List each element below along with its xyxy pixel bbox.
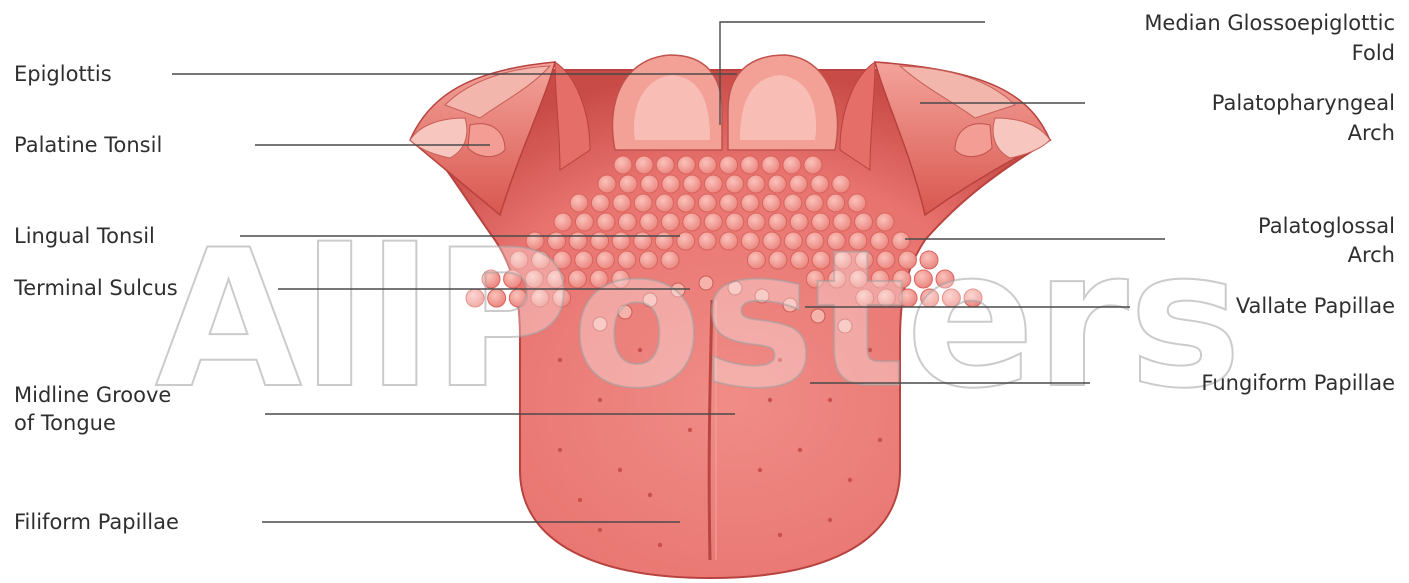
label-palatopharyngeal-arch-line2: Arch [1348,121,1395,145]
lingual-tonsil-nodule [811,175,829,193]
label-vallate-papillae: Vallate Papillae [1236,294,1395,318]
lingual-tonsil-nodule [832,175,850,193]
lingual-tonsil-nodule [656,156,674,174]
surface-papilla-dot [598,528,602,532]
lingual-tonsil-nodule [677,156,695,174]
surface-papilla-dot [828,518,832,522]
lingual-tonsil-nodule [720,156,738,174]
lingual-tonsil-nodule [641,175,659,193]
surface-papilla-dot [648,493,652,497]
lingual-tonsil-nodule [619,175,637,193]
lingual-tonsil-nodule [804,156,822,174]
lingual-tonsil-nodule [598,175,616,193]
surface-papilla-dot [558,448,562,452]
lingual-tonsil-nodule [741,156,759,174]
lingual-tonsil-nodule [762,156,780,174]
label-epiglottis: Epiglottis [14,62,112,86]
label-median-glossoepiglottic-fold-line2: Fold [1352,41,1395,65]
label-palatine-tonsil: Palatine Tonsil [14,133,162,157]
label-midline-groove: Midline Groove [14,383,171,407]
surface-papilla-dot [778,533,782,537]
lingual-tonsil-nodule [614,156,632,174]
lingual-tonsil-nodule [635,156,653,174]
lingual-tonsil-nodule [747,175,765,193]
label-palatoglossal-arch-line2: Arch [1348,243,1395,267]
surface-papilla-dot [758,468,762,472]
surface-papilla-dot [578,498,582,502]
label-lingual-tonsil: Lingual Tonsil [14,224,155,248]
label-filiform-papillae: Filiform Papillae [14,510,179,534]
lingual-tonsil-nodule [789,175,807,193]
surface-papilla-dot [798,448,802,452]
lingual-tonsil-nodule [726,175,744,193]
lingual-tonsil-nodule [662,175,680,193]
label-terminal-sulcus: Terminal Sulcus [13,276,178,300]
lingual-tonsil-nodule [768,175,786,193]
label-fungiform-papillae: Fungiform Papillae [1201,371,1395,395]
surface-papilla-dot [618,468,622,472]
lingual-tonsil-nodule [683,175,701,193]
surface-papilla-dot [848,478,852,482]
lingual-tonsil-nodule [704,175,722,193]
label-midline-groove-line2: of Tongue [14,411,116,435]
label-palatoglossal-arch: Palatoglossal [1258,214,1395,238]
watermark: AllPosters [155,209,1242,430]
label-palatopharyngeal-arch: Palatopharyngeal [1212,91,1395,115]
lingual-tonsil-nodule [783,156,801,174]
label-median-glossoepiglottic-fold: Median Glossoepiglottic [1144,11,1395,35]
surface-papilla-dot [658,543,662,547]
lingual-tonsil-nodule [698,156,716,174]
surface-papilla-dot [878,438,882,442]
